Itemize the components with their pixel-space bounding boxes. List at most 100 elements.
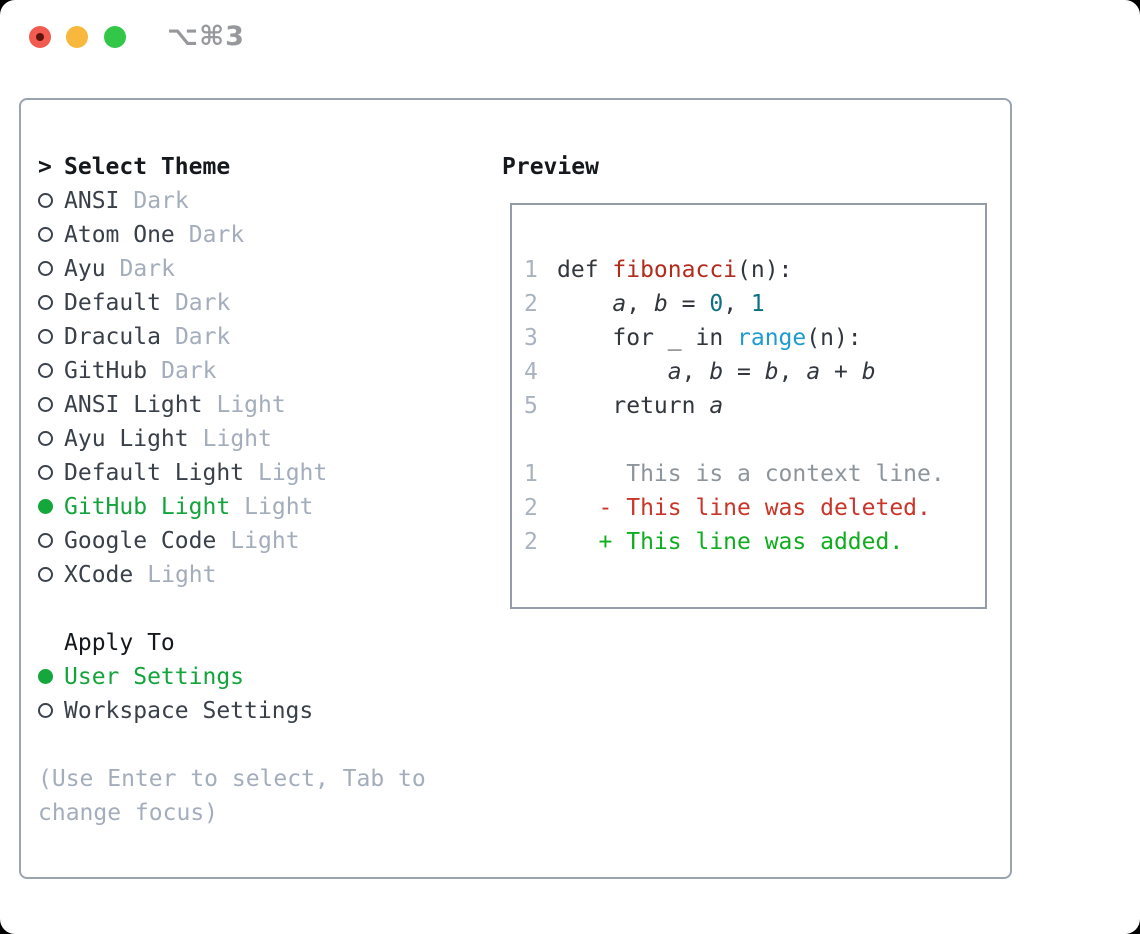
code-segment: (n):: [737, 257, 793, 283]
window-title: ⌥⌘3: [167, 21, 245, 52]
radio-selected-icon: [38, 499, 53, 514]
radio-marker: [38, 184, 64, 218]
radio-icon: [38, 703, 53, 718]
theme-name: GitHub: [64, 358, 148, 384]
diff-line: 1 This is a context line.: [524, 457, 983, 491]
theme-name: Default Light: [64, 460, 245, 486]
code-segment: b: [861, 359, 876, 385]
theme-variant-tag: Light: [244, 494, 314, 520]
radio-icon: [38, 363, 53, 378]
theme-name: Ayu: [64, 256, 106, 282]
radio-marker: [38, 422, 64, 456]
select-theme-title: Select Theme: [64, 154, 231, 180]
radio-icon: [38, 397, 53, 412]
radio-icon: [38, 193, 53, 208]
line-number: 2: [524, 529, 538, 555]
theme-name: Atom One: [64, 222, 175, 248]
radio-marker: [38, 354, 64, 388]
maximize-button[interactable]: [104, 26, 126, 48]
line-number: 5: [524, 393, 538, 419]
code-segment: =: [723, 359, 765, 385]
theme-name: ANSI Light: [64, 392, 203, 418]
titlebar: ⌥⌘3: [0, 0, 1140, 75]
code-segment: b: [653, 291, 668, 317]
code-segment: return: [557, 393, 710, 419]
theme-variant-tag: Light: [216, 392, 286, 418]
radio-icon: [38, 329, 53, 344]
theme-name: Default: [64, 290, 161, 316]
preview-title: Preview: [502, 154, 599, 180]
theme-variant-tag: Dark: [174, 324, 231, 350]
chevron-right-icon: >: [38, 154, 52, 180]
hint-line-2: change focus): [38, 800, 219, 826]
code-line: 2 a, b = 0, 1: [524, 287, 983, 321]
radio-selected-icon: [38, 669, 53, 684]
code-segment: def: [557, 257, 613, 283]
spacer: [38, 592, 426, 626]
close-button[interactable]: [29, 26, 51, 48]
code-segment: ,: [778, 359, 807, 385]
theme-item-ansi-light[interactable]: ANSI Light Light: [38, 388, 426, 422]
radio-icon: [38, 261, 53, 276]
diff-line: 2 + This line was added.: [524, 525, 983, 559]
radio-icon: [38, 431, 53, 446]
code-segment: + This line was added.: [557, 529, 904, 555]
apply-option-workspace-settings[interactable]: Workspace Settings: [38, 694, 426, 728]
theme-item-ayu[interactable]: Ayu Dark: [38, 252, 426, 286]
theme-item-github[interactable]: GitHub Dark: [38, 354, 426, 388]
radio-marker: [38, 218, 64, 252]
line-number: 2: [524, 291, 538, 317]
radio-marker: [38, 252, 64, 286]
minimize-button[interactable]: [66, 26, 88, 48]
theme-item-dracula[interactable]: Dracula Dark: [38, 320, 426, 354]
unsaved-indicator-icon: [36, 33, 44, 41]
line-number: 2: [524, 495, 538, 521]
theme-item-atom-one[interactable]: Atom One Dark: [38, 218, 426, 252]
theme-variant-tag: Dark: [161, 358, 217, 384]
apply-option-label: Workspace Settings: [64, 698, 314, 724]
code-segment: This is a context line.: [557, 461, 945, 487]
code-segment: a: [612, 291, 627, 317]
theme-name: Dracula: [64, 324, 161, 350]
code-segment: +: [820, 359, 862, 385]
apply-option-user-settings[interactable]: User Settings: [38, 660, 426, 694]
code-line: 3 for _ in range(n):: [524, 321, 983, 355]
select-theme-header: > Select Theme: [38, 150, 426, 184]
apply-option-label: User Settings: [64, 664, 245, 690]
line-number: 4: [524, 359, 538, 385]
diff-line: 2 - This line was deleted.: [524, 491, 983, 525]
theme-name: XCode: [64, 562, 134, 588]
code-segment: 1: [750, 291, 765, 317]
code-segment: [557, 291, 612, 317]
code-segment: a: [709, 393, 724, 419]
theme-name: ANSI: [64, 188, 120, 214]
code-segment: for _ in: [557, 325, 738, 351]
spacer: [38, 728, 426, 762]
theme-variant-tag: Dark: [188, 222, 245, 248]
radio-marker: [38, 660, 64, 694]
code-segment: ,: [681, 359, 710, 385]
theme-name: Ayu Light: [64, 426, 189, 452]
code-segment: b: [709, 359, 724, 385]
theme-name: Google Code: [64, 528, 217, 554]
theme-variant-tag: Dark: [119, 256, 175, 282]
radio-marker: [38, 388, 64, 422]
radio-marker: [38, 490, 64, 524]
radio-icon: [38, 227, 53, 242]
code-line: 5 return a: [524, 389, 983, 423]
code-segment: ,: [723, 291, 751, 317]
